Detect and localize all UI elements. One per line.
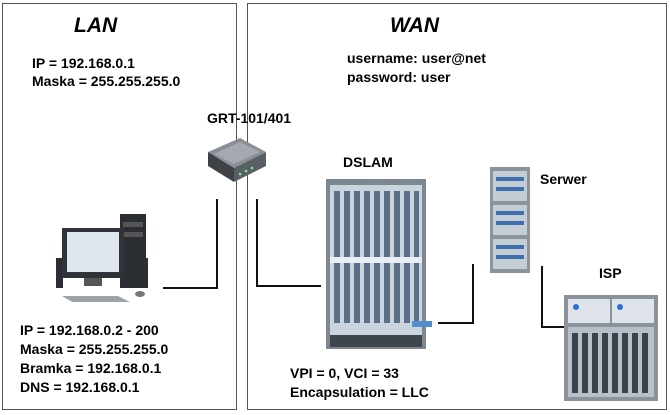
password-label: password: user bbox=[347, 69, 451, 85]
dslam-server-wire bbox=[472, 264, 474, 324]
vpi-vci-label: VPI = 0, VCI = 33 bbox=[290, 365, 399, 381]
lan-heading: LAN bbox=[74, 14, 118, 37]
pc-gateway-label: Bramka = 192.168.0.1 bbox=[20, 360, 162, 376]
router-dslam-wire bbox=[256, 199, 258, 286]
router-icon bbox=[208, 138, 266, 182]
router-dslam-wire-horizontal bbox=[256, 285, 321, 287]
computer-icon bbox=[56, 214, 148, 302]
router-mask-label: Maska = 255.255.255.0 bbox=[32, 73, 181, 89]
encapsulation-label: Encapsulation = LLC bbox=[290, 384, 429, 400]
dslam-icon bbox=[326, 179, 432, 349]
isp-label: ISP bbox=[599, 265, 622, 281]
username-label: username: user@net bbox=[347, 50, 486, 66]
server-isp-wire-horizontal bbox=[541, 326, 565, 328]
lan-panel bbox=[2, 3, 237, 410]
pc-ip-label: IP = 192.168.0.2 - 200 bbox=[20, 322, 159, 338]
pc-mask-label: Maska = 255.255.255.0 bbox=[20, 341, 169, 357]
server-label: Serwer bbox=[540, 171, 587, 187]
dslam-label: DSLAM bbox=[343, 154, 393, 170]
router-pc-wire-horizontal bbox=[163, 287, 218, 289]
isp-equipment-icon bbox=[564, 295, 658, 401]
server-icon bbox=[490, 167, 530, 273]
router-ip-label: IP = 192.168.0.1 bbox=[32, 55, 135, 71]
router-pc-wire bbox=[216, 199, 218, 289]
wan-heading: WAN bbox=[390, 14, 439, 37]
server-isp-wire bbox=[541, 266, 543, 328]
router-label: GRT-101/401 bbox=[207, 110, 292, 126]
dslam-server-wire-horizontal bbox=[438, 322, 474, 324]
pc-dns-label: DNS = 192.168.0.1 bbox=[20, 379, 140, 395]
